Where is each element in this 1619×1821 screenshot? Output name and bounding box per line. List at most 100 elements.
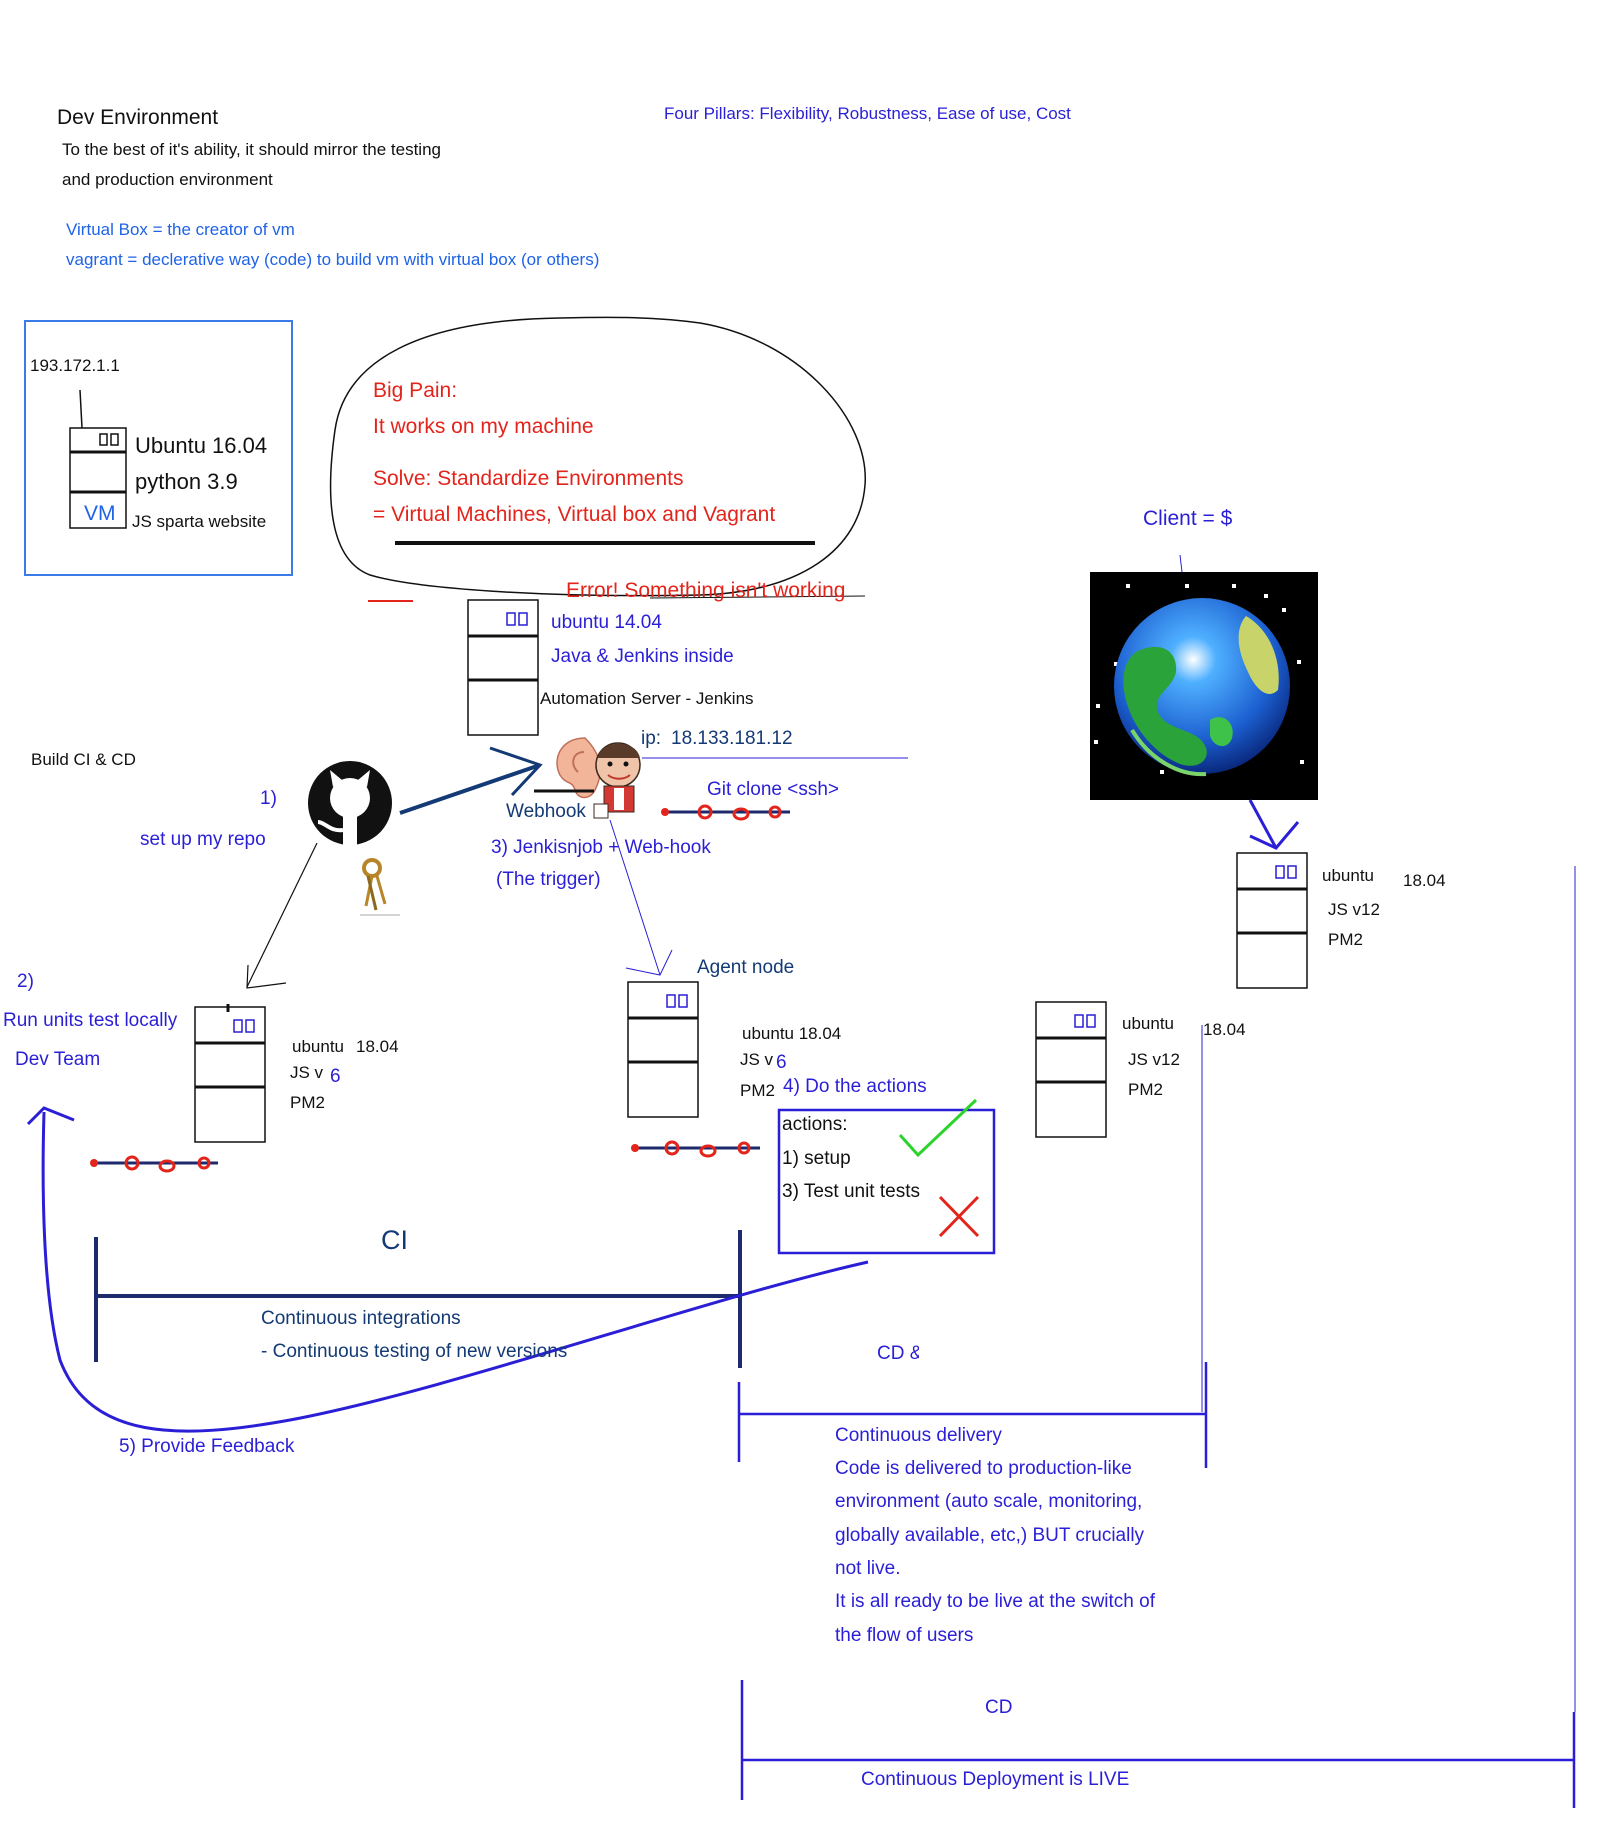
ci-title: Continuous integrations xyxy=(261,1308,461,1329)
cd-delivery-line: globally available, etc,) BUT crucially xyxy=(835,1525,1145,1546)
error-text: Error! Something isn't working xyxy=(566,579,846,602)
vm-ip-line xyxy=(79,389,83,429)
git-clone-text: Git clone <ssh> xyxy=(707,779,840,800)
arrow-to-dev xyxy=(246,842,318,988)
arrow-to-agent-head xyxy=(625,949,673,976)
cd-delivery-line: It is all ready to be live at the switch… xyxy=(835,1591,1155,1612)
arrow-to-agent xyxy=(609,819,661,976)
cd-delivery-bracket xyxy=(737,1025,1208,1468)
vm-tag: VM xyxy=(84,502,116,525)
ci-label: CI xyxy=(381,1225,408,1255)
feedback-curve xyxy=(41,1111,869,1433)
prod2-ver: 18.04 xyxy=(1203,1020,1246,1039)
step2-text: Run units test locally xyxy=(3,1010,178,1031)
action-2: 3) Test unit tests xyxy=(782,1181,920,1202)
prod2-os: ubuntu xyxy=(1122,1014,1174,1033)
vm-os: Ubuntu 16.04 xyxy=(135,433,268,458)
step1-number: 1) xyxy=(260,788,277,809)
actions-box xyxy=(777,1108,996,1255)
vm-site: JS sparta website xyxy=(132,512,267,531)
vm-python: python 3.9 xyxy=(135,469,238,494)
arrow-to-jenkins-head xyxy=(489,746,543,797)
check-icon xyxy=(898,1098,978,1158)
agent-label: Agent node xyxy=(697,957,795,978)
agent-pm2: PM2 xyxy=(740,1081,775,1100)
prod2-js: JS v12 xyxy=(1128,1050,1180,1069)
pain-bubble xyxy=(329,316,866,597)
cd-delivery-title: Continuous delivery xyxy=(835,1425,1002,1446)
arrow-to-jenkins xyxy=(399,763,541,815)
agent-os: ubuntu 18.04 xyxy=(742,1024,842,1043)
jenkins-server-icon xyxy=(467,599,539,736)
step2-number: 2) xyxy=(17,971,34,992)
actions-title: actions: xyxy=(782,1114,848,1135)
ci-desc: - Continuous testing of new versions xyxy=(261,1341,568,1362)
vm-server-icon xyxy=(69,427,127,529)
prod-server-1-icon xyxy=(1236,852,1308,989)
arrow-to-prod xyxy=(1248,799,1278,849)
ear-icon xyxy=(556,737,601,799)
prod1-pm2: PM2 xyxy=(1328,930,1363,949)
pain-solve2: = Virtual Machines, Virtual box and Vagr… xyxy=(373,503,776,526)
jenkins-ip-label: ip: xyxy=(641,728,662,749)
virtualbox-text: Virtual Box = the creator of vm xyxy=(66,220,295,239)
cd-delivery-line: Code is delivered to production-like xyxy=(835,1458,1132,1479)
dev-js-ver: 6 xyxy=(330,1066,341,1087)
cd-delivery-line: environment (auto scale, monitoring, xyxy=(835,1491,1143,1512)
cd-deploy-bracket xyxy=(740,866,1576,1808)
error-strike xyxy=(649,595,866,599)
step1-text: set up my repo xyxy=(140,829,266,850)
build-title: Build CI & CD xyxy=(31,750,136,769)
dev-ver: 18.04 xyxy=(356,1037,399,1056)
pipe-agent xyxy=(631,1140,760,1158)
prod2-pm2: PM2 xyxy=(1128,1080,1163,1099)
jenkins-job-text: 3) Jenkisnjob + Web-hook xyxy=(491,837,711,858)
pillars-text: Four Pillars: Flexibility, Robustness, E… xyxy=(664,104,1071,123)
dev-team: Dev Team xyxy=(15,1049,101,1070)
cd-delivery-line: not live. xyxy=(835,1558,901,1579)
agent-js-ver: 6 xyxy=(776,1052,787,1073)
prod-server-2-icon xyxy=(1035,1001,1107,1138)
webhook-text: Webhook xyxy=(506,801,586,822)
vm-box-frame xyxy=(24,320,293,576)
github-logo-icon xyxy=(308,761,392,845)
prod1-js: JS v12 xyxy=(1328,900,1380,919)
globe-icon xyxy=(1090,572,1318,800)
dev-pm2: PM2 xyxy=(290,1093,325,1112)
keys-icon xyxy=(360,858,400,916)
mirror-text-1: To the best of it's ability, it should m… xyxy=(62,140,441,159)
dev-os: ubuntu xyxy=(292,1037,344,1056)
pain-line1: It works on my machine xyxy=(373,415,594,438)
dev-js: JS v xyxy=(290,1063,324,1082)
prod1-ver: 18.04 xyxy=(1403,871,1446,890)
vagrant-text: vagrant = declerative way (code) to buil… xyxy=(66,250,600,269)
client-label: Client = $ xyxy=(1143,507,1233,530)
agent-server-icon xyxy=(627,981,699,1118)
cross-icon-2 xyxy=(938,1195,980,1238)
pipe-jenkins xyxy=(661,804,790,821)
arrow-to-dev-head xyxy=(246,964,287,989)
cd-delivery-line: the flow of users xyxy=(835,1625,974,1646)
action-1: 1) setup xyxy=(782,1148,851,1169)
pain-title: Big Pain: xyxy=(373,379,458,402)
jenkins-ip: 18.133.181.12 xyxy=(671,728,793,749)
prod1-os: ubuntu xyxy=(1322,866,1374,885)
mirror-text-2: and production environment xyxy=(62,170,273,189)
agent-step4: 4) Do the actions xyxy=(783,1076,927,1097)
client-line xyxy=(1179,554,1183,573)
pipe-dev xyxy=(90,1155,218,1173)
pain-solve: Solve: Standardize Environments xyxy=(373,467,684,490)
agent-js: JS v xyxy=(740,1050,774,1069)
jenkins-os: ubuntu 14.04 xyxy=(551,612,662,633)
arrow-to-prod-head xyxy=(1249,821,1300,850)
jenkins-logo-icon xyxy=(593,742,641,819)
jenkins-inside: Java & Jenkins inside xyxy=(551,646,734,667)
page-title: Dev Environment xyxy=(57,106,219,129)
trigger-text: (The trigger) xyxy=(496,869,601,890)
vm-ip: 193.172.1.1 xyxy=(30,356,120,375)
feedback-arrowhead xyxy=(26,1106,75,1126)
jenkins-name: Automation Server - Jenkins xyxy=(540,689,754,708)
feedback-text: 5) Provide Feedback xyxy=(119,1436,295,1457)
cd-delivery-label: CD & xyxy=(877,1343,919,1364)
